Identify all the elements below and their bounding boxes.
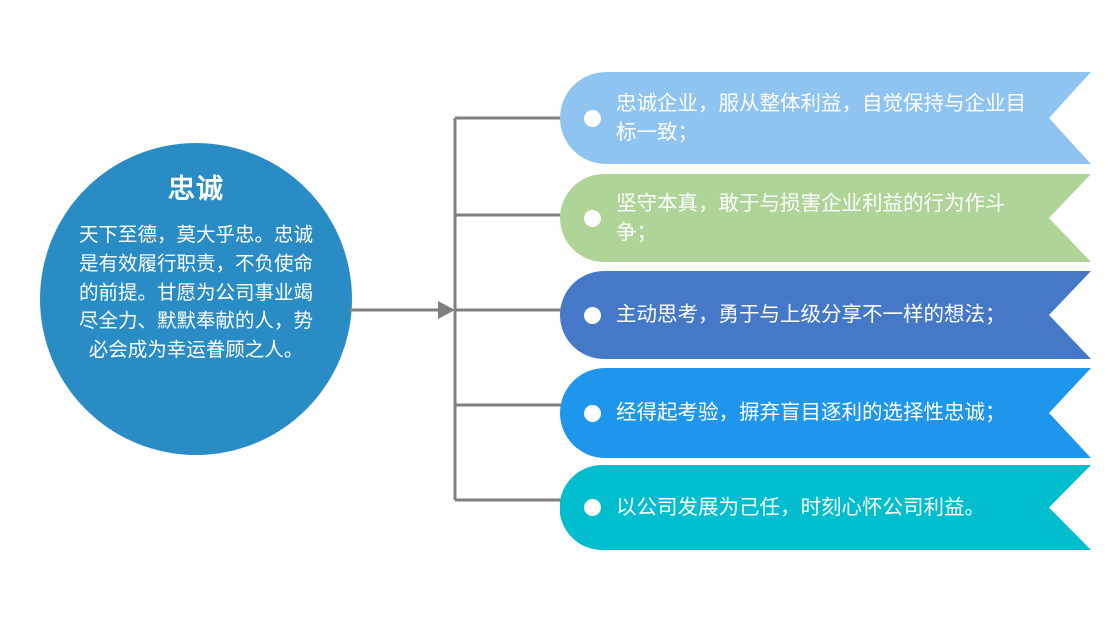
banner-text-2: 坚守本真，敢于与损害企业利益的行为作斗争； bbox=[616, 191, 1006, 244]
banner-shape-1 bbox=[560, 72, 1091, 164]
bullet-dot-icon bbox=[584, 404, 601, 422]
banner-item-2[interactable]: 坚守本真，敢于与损害企业利益的行为作斗争； bbox=[560, 174, 1091, 262]
hub-description: 天下至德，莫大乎忠。忠诚是有效履行职责，不负使命的前提。甘愿为公司事业竭尽全力、… bbox=[78, 224, 313, 362]
banner-item-5[interactable]: 以公司发展为己任，时刻心怀公司利益。 bbox=[560, 465, 1091, 550]
banner-text-3: 主动思考，勇于与上级分享不一样的想法； bbox=[616, 303, 1006, 327]
banner-shape-4 bbox=[560, 368, 1091, 458]
bullet-dot-icon bbox=[584, 499, 601, 516]
banner-shape-2 bbox=[560, 174, 1091, 262]
arrow-head-icon bbox=[438, 301, 455, 319]
banner-shape-5 bbox=[560, 465, 1091, 550]
bullet-dot-icon bbox=[584, 306, 601, 324]
hub-title: 忠诚 bbox=[168, 174, 224, 204]
central-hub-circle[interactable]: 忠诚 天下至德，莫大乎忠。忠诚是有效履行职责，不负使命的前提。甘愿为公司事业竭尽… bbox=[40, 143, 352, 455]
banner-item-3[interactable]: 主动思考，勇于与上级分享不一样的想法； bbox=[560, 271, 1091, 359]
banner-text-1: 忠诚企业，服从整体利益，自觉保持与企业目标一致； bbox=[616, 91, 1026, 144]
banner-item-4[interactable]: 经得起考验，摒弃盲目逐利的选择性忠诚； bbox=[560, 368, 1091, 458]
bullet-dot-icon bbox=[584, 209, 601, 227]
banner-item-1[interactable]: 忠诚企业，服从整体利益，自觉保持与企业目标一致； bbox=[560, 72, 1091, 164]
bullet-dot-icon bbox=[584, 109, 601, 127]
banner-text-4: 经得起考验，摒弃盲目逐利的选择性忠诚； bbox=[616, 401, 1006, 425]
banner-shape-3 bbox=[560, 271, 1091, 359]
banner-text-5: 以公司发展为己任，时刻心怀公司利益。 bbox=[616, 495, 985, 519]
